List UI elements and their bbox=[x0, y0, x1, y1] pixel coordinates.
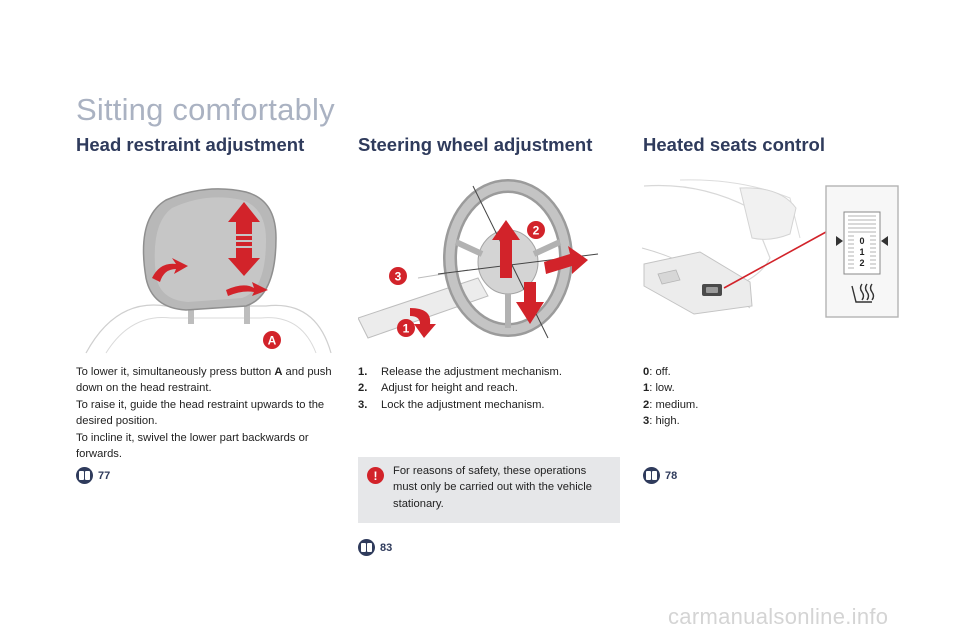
callout-3: 3 bbox=[395, 270, 402, 284]
level-row: 2: medium. bbox=[643, 397, 698, 413]
head-restraint-instructions: To lower it, simultaneously press button… bbox=[76, 364, 338, 462]
step-row: 2. Adjust for height and reach. bbox=[358, 380, 620, 396]
dial-label-2: 2 bbox=[859, 258, 864, 268]
callout-1: 1 bbox=[403, 322, 410, 336]
step-text: Lock the adjustment mechanism. bbox=[381, 398, 545, 411]
level-key: 3 bbox=[643, 415, 650, 428]
label-a: A bbox=[268, 334, 277, 348]
step-number: 3. bbox=[358, 398, 368, 411]
ref-number: 78 bbox=[665, 469, 678, 482]
heated-seats-title: Heated seats control bbox=[643, 134, 825, 155]
safety-warning-box: ! For reasons of safety, these operation… bbox=[358, 457, 620, 523]
steering-steps: 1. Release the adjustment mechanism. 2. Ad… bbox=[358, 364, 620, 413]
head-restraint-illustration: A bbox=[76, 178, 336, 358]
level-key: 1 bbox=[643, 382, 650, 395]
ref-number: 77 bbox=[98, 469, 111, 482]
ref-link-78[interactable]: 78 bbox=[643, 467, 677, 484]
level-row: 1: low. bbox=[643, 380, 698, 396]
level-desc: : high. bbox=[649, 415, 680, 428]
level-row: 3: high. bbox=[643, 413, 698, 429]
level-key: 0 bbox=[643, 366, 650, 378]
heated-seats-illustration: 0 1 2 bbox=[640, 178, 902, 323]
page-reference-icon bbox=[643, 467, 660, 484]
step-text: Release the adjustment mechanism. bbox=[381, 366, 562, 378]
text-incline: To incline it, swivel the lower part bac… bbox=[76, 431, 309, 461]
ref-link-83[interactable]: 83 bbox=[358, 539, 392, 556]
text-button-a: A bbox=[274, 366, 283, 378]
page-title: Sitting comfortably bbox=[76, 92, 335, 127]
steering-illustration: 1 2 3 bbox=[358, 178, 620, 358]
heat-levels: 0: off. 1: low. 2: medium. 3: high. bbox=[643, 364, 698, 430]
text-lower-post: and push down on the head restraint. bbox=[76, 366, 332, 395]
steering-title: Steering wheel adjustment bbox=[358, 134, 593, 155]
level-key: 2 bbox=[643, 398, 650, 411]
page-reference-icon bbox=[358, 539, 375, 556]
step-text: Adjust for height and reach. bbox=[381, 382, 518, 395]
dial-label-0: 0 bbox=[859, 236, 864, 246]
watermark: carmanualsonline.info bbox=[668, 604, 889, 629]
step-number: 2. bbox=[358, 382, 368, 395]
level-row: 0: off. bbox=[643, 364, 698, 380]
level-desc: : medium. bbox=[649, 398, 699, 411]
step-number: 1. bbox=[358, 366, 368, 378]
dial-label-1: 1 bbox=[859, 247, 864, 257]
ref-link-77[interactable]: 77 bbox=[76, 467, 110, 484]
text-lower-pre: To lower it, simultaneously press button bbox=[76, 366, 275, 378]
step-row: 3. Lock the adjustment mechanism. bbox=[358, 397, 620, 413]
ref-number: 83 bbox=[380, 541, 393, 554]
warning-icon: ! bbox=[367, 467, 384, 484]
warning-text: For reasons of safety, these operations … bbox=[393, 465, 592, 510]
head-restraint-title: Head restraint adjustment bbox=[76, 134, 305, 155]
callout-2: 2 bbox=[533, 224, 540, 238]
step-row: 1. Release the adjustment mechanism. bbox=[358, 364, 620, 380]
text-raise: To raise it, guide the head restraint up… bbox=[76, 398, 325, 428]
page-reference-icon bbox=[76, 467, 93, 484]
level-desc: : low. bbox=[649, 382, 675, 395]
level-desc: : off. bbox=[649, 366, 671, 378]
